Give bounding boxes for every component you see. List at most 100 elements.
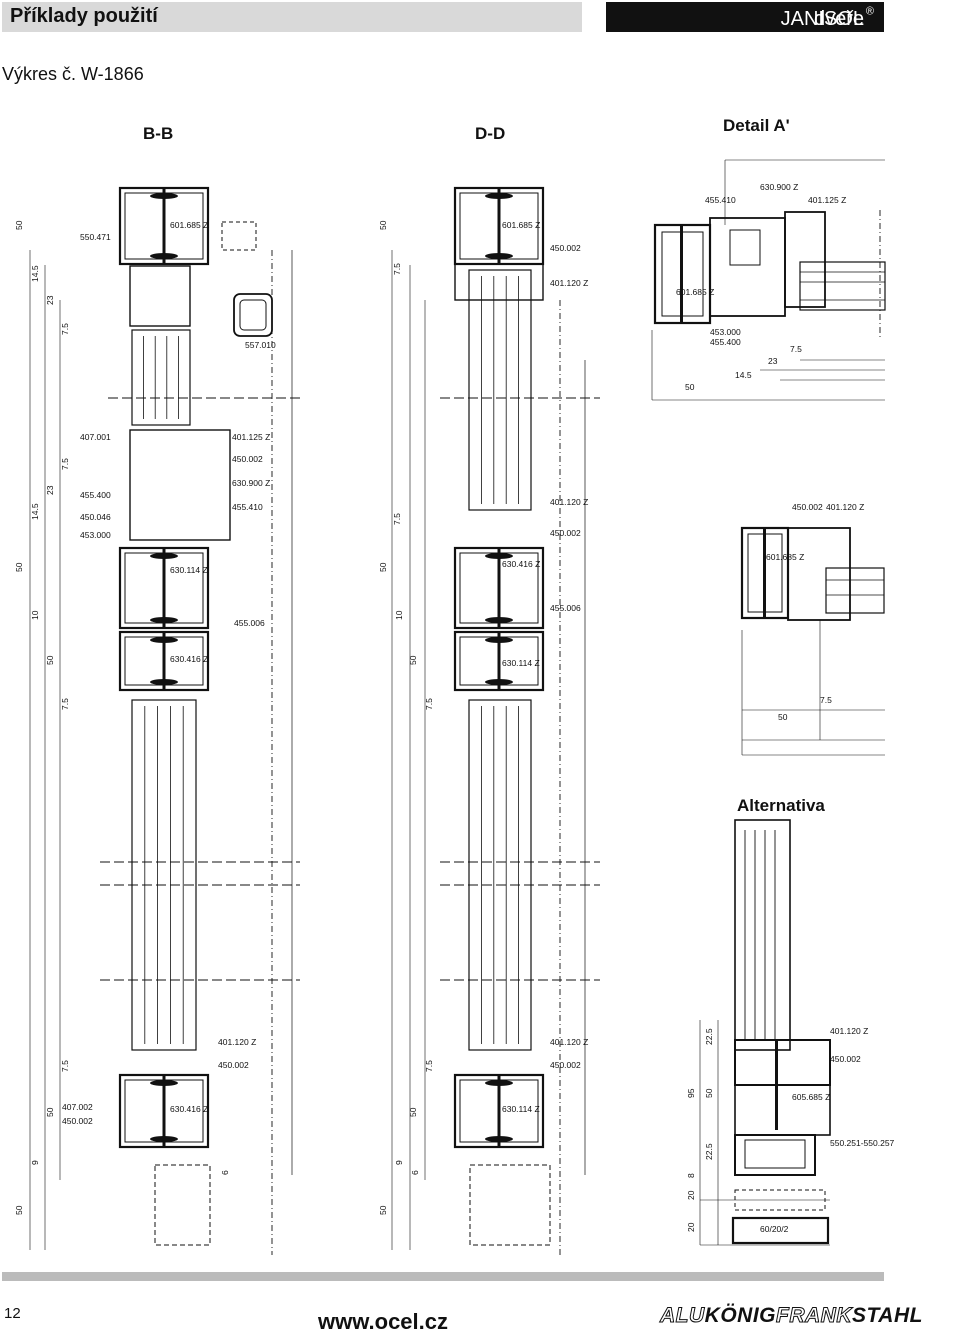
bb-part-label: 401.125 Z xyxy=(232,432,270,442)
page-number: 12 xyxy=(4,1305,21,1322)
bb-part-label: 630.900 Z xyxy=(232,478,270,488)
detail-part-label: 601.685 Z xyxy=(676,287,714,297)
bb-part-label: 450.046 xyxy=(80,512,111,522)
alt-dimension: 20 xyxy=(686,1222,696,1232)
bb-dimension: 6 xyxy=(220,1170,230,1175)
bb-dimension: 7.5 xyxy=(60,458,70,470)
alt-dimension: 50 xyxy=(704,1088,714,1098)
detail-dimension: 7.5 xyxy=(820,695,832,705)
bb-part-label: 450.002 xyxy=(218,1060,249,1070)
dd-dimension: 10 xyxy=(394,610,404,620)
drawing-number: Výkres č. W-1866 xyxy=(2,64,144,84)
bb-part-label: 453.000 xyxy=(80,530,111,540)
alt-part-label: 60/20/2 xyxy=(760,1224,789,1234)
detail-part-label: 455.400 xyxy=(710,337,741,347)
brand-alu: ALU xyxy=(660,1304,705,1328)
detail-dimension: 14.5 xyxy=(735,370,752,380)
bb-part-label: 550.471 xyxy=(80,232,111,242)
alt-dimension: 95 xyxy=(686,1088,696,1098)
dd-part-label: 401.120 Z xyxy=(550,1037,588,1047)
product-label: JANISOL xyxy=(780,8,864,30)
bb-dimension: 14.5 xyxy=(30,503,40,520)
dd-part-label: 630.416 Z xyxy=(502,559,540,569)
bb-dimension: 50 xyxy=(14,220,24,230)
detail-part-label: 450.002 xyxy=(792,502,823,512)
bb-part-label: 401.120 Z xyxy=(218,1037,256,1047)
registered-mark: ® xyxy=(865,5,874,18)
section-title-dd: D-D xyxy=(475,124,506,143)
detail-part-label: 453.000 xyxy=(710,327,741,337)
dd-dimension: 9 xyxy=(394,1160,404,1165)
alt-part-label: 605.685 Z xyxy=(792,1092,830,1102)
bb-part-label: 630.416 Z xyxy=(170,1104,208,1114)
bb-dimension: 23 xyxy=(45,295,55,305)
bb-dimension: 50 xyxy=(14,1205,24,1215)
header-product-bar: JANISOL ® dveře xyxy=(606,2,884,32)
brand-stahl: STAHL xyxy=(852,1304,923,1327)
detail-part-label: 601.685 Z xyxy=(766,552,804,562)
section-title-bb: B-B xyxy=(143,124,174,143)
section-title-detail: Detail A' xyxy=(723,116,790,135)
alt-part-label: 550.251-550.257 xyxy=(830,1138,895,1148)
bb-part-label: 557.010 xyxy=(245,340,276,350)
dd-part-label: 450.002 xyxy=(550,1060,581,1070)
dd-dimension: 50 xyxy=(378,1205,388,1215)
header-title-bar: Příklady použití xyxy=(2,2,582,32)
dd-dimension: 7.5 xyxy=(424,698,434,710)
bb-dimension: 50 xyxy=(14,562,24,572)
dd-dimension: 50 xyxy=(408,655,418,665)
page-title: Příklady použití xyxy=(10,5,158,27)
dd-dimension: 7.5 xyxy=(392,513,402,525)
bb-part-label: 601.685 Z xyxy=(170,220,208,230)
section-title-alternative: Alternativa xyxy=(737,796,825,815)
bb-part-label: 630.416 Z xyxy=(170,654,208,664)
bb-dimension: 10 xyxy=(30,610,40,620)
dd-dimension: 6 xyxy=(410,1170,420,1175)
bb-part-label: 407.002 xyxy=(62,1102,93,1112)
bb-dimension: 7.5 xyxy=(60,698,70,710)
bb-part-label: 630.114 Z xyxy=(170,565,208,575)
detail-dimension: 50 xyxy=(685,382,695,392)
detail-dimension: 50 xyxy=(778,712,788,722)
brand-logo: ALUKÖNIGFRANKSTAHL xyxy=(660,1304,923,1328)
dd-part-label: 450.002 xyxy=(550,528,581,538)
dd-part-label: 455.006 xyxy=(550,603,581,613)
bb-part-label: 450.002 xyxy=(232,454,263,464)
bb-dimension: 50 xyxy=(45,655,55,665)
alt-dimension: 22.5 xyxy=(704,1028,714,1045)
alt-part-label: 450.002 xyxy=(830,1054,861,1064)
dd-part-label: 401.120 Z xyxy=(550,497,588,507)
alt-dimension: 20 xyxy=(686,1190,696,1200)
bb-part-label: 455.400 xyxy=(80,490,111,500)
footer-rule xyxy=(2,1272,884,1281)
bb-dimension: 7.5 xyxy=(60,1060,70,1072)
bb-part-label: 455.410 xyxy=(232,502,263,512)
alt-part-label: 401.120 Z xyxy=(830,1026,868,1036)
bb-dimension: 9 xyxy=(30,1160,40,1165)
dd-part-label: 630.114 Z xyxy=(502,1104,540,1114)
bb-dimension: 14.5 xyxy=(30,265,40,282)
dd-part-label: 450.002 xyxy=(550,243,581,253)
detail-dimension: 23 xyxy=(768,356,778,366)
brand-konig: KÖNIG xyxy=(704,1304,777,1327)
dd-part-label: 601.685 Z xyxy=(502,220,540,230)
bb-part-label: 407.001 xyxy=(80,432,111,442)
dd-dimension: 50 xyxy=(378,220,388,230)
bb-dimension: 23 xyxy=(45,485,55,495)
detail-part-label: 455.410 xyxy=(705,195,736,205)
detail-part-label: 401.120 Z xyxy=(826,502,864,512)
product-name: JANISOL ® dveře xyxy=(781,5,874,30)
product-suffix: dveře xyxy=(813,8,864,30)
alt-dimension: 22.5 xyxy=(704,1143,714,1160)
bb-dimension: 7.5 xyxy=(60,323,70,335)
dd-dimension: 7.5 xyxy=(392,263,402,275)
detail-part-label: 401.125 Z xyxy=(808,195,846,205)
website-url: www.ocel.cz xyxy=(318,1309,449,1334)
detail-dimension: 7.5 xyxy=(790,344,802,354)
dd-part-label: 630.114 Z xyxy=(502,658,540,668)
bb-part-label: 455.006 xyxy=(234,618,265,628)
brand-frank: FRANK xyxy=(776,1304,853,1328)
dd-dimension: 7.5 xyxy=(424,1060,434,1072)
alt-dimension: 8 xyxy=(686,1173,696,1178)
